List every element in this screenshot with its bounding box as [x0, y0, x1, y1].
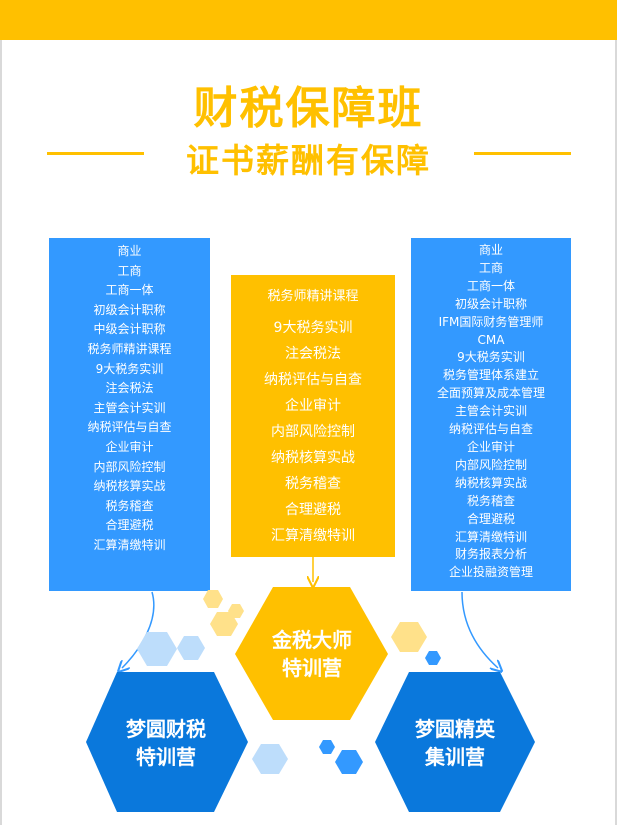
hexagon-right-line1: 梦圆精英 [415, 717, 495, 741]
course-item: 合理避税 [285, 502, 341, 518]
course-item: 纳税评估与自查 [87, 420, 172, 435]
course-item: 汇算清缴特训 [271, 528, 355, 544]
hexagon-right [375, 672, 535, 812]
top-banner-bar [0, 0, 617, 40]
course-item: 工商一体 [105, 283, 154, 298]
course-item: 工商 [117, 263, 142, 278]
course-item: 纳税核算实战 [93, 479, 166, 494]
hexagon-left-line1: 梦圆财税 [126, 717, 206, 741]
course-item: 初级会计职称 [454, 296, 527, 311]
course-item: 纳税评估与自查 [448, 422, 533, 437]
course-item: 工商一体 [466, 278, 515, 293]
course-item: 商业 [117, 244, 142, 258]
course-item: 9大税务实训 [95, 361, 164, 376]
hexagon-left-line2: 特训营 [136, 745, 196, 769]
course-item: 9大税务实训 [457, 350, 525, 365]
course-item: 中级会计职称 [93, 322, 166, 337]
course-item: 企业审计 [105, 439, 154, 454]
hexagon-left-label: 梦圆财税 特训营 [98, 715, 234, 771]
middle-course-list: 税务师精讲课程 9大税务实训注会税法纳税评估与自查企业审计内部风险控制纳税核算实… [231, 275, 395, 557]
course-item: 注会税法 [285, 346, 341, 362]
course-item: 税务稽查 [285, 476, 341, 492]
course-item: 税务师精讲课程 [87, 341, 172, 356]
course-item: 企业审计 [466, 439, 515, 454]
course-item: 税务稽查 [466, 493, 515, 508]
decor-hexagon [252, 744, 288, 774]
left-course-list: 商业工商工商一体初级会计职称中级会计职称税务师精讲课程 9大税务实训注会税法主管会… [49, 238, 210, 591]
course-item: 主管会计实训 [93, 400, 166, 415]
course-item: 纳税核算实战 [271, 450, 355, 466]
course-item: 合理避税 [466, 511, 515, 526]
course-item: 全面预算及成本管理 [436, 386, 545, 401]
decor-hexagon [177, 636, 205, 660]
course-item: 税务稽查 [105, 498, 154, 513]
hexagon-center [235, 587, 388, 720]
page-border-right [615, 40, 617, 825]
hexagon-center-line1: 金税大师 [272, 628, 352, 652]
course-item: 内部风险控制 [454, 457, 527, 472]
course-item: 内部风险控制 [271, 424, 355, 440]
course-item: 企业审计 [285, 398, 341, 414]
decor-hexagon [137, 632, 177, 666]
course-item: 税务管理体系建立 [442, 368, 539, 383]
course-item: 工商 [478, 260, 503, 275]
decor-hexagon [425, 651, 441, 665]
hexagon-center-line2: 特训营 [282, 656, 342, 680]
hexagon-right-label: 梦圆精英 集训营 [387, 715, 523, 771]
decor-hexagon [319, 740, 335, 754]
course-item: CMA [477, 332, 505, 347]
course-item: 合理避税 [105, 518, 154, 533]
decor-hexagon [203, 590, 223, 608]
course-item: 汇算清缴特训 [93, 537, 166, 552]
course-item: 主管会计实训 [454, 404, 527, 419]
course-item: IFM国际财务管理师 [438, 314, 544, 329]
page-border-left [0, 40, 2, 825]
course-item: 初级会计职称 [93, 302, 166, 317]
course-item: 注会税法 [105, 381, 154, 396]
hexagon-center-label: 金税大师 特训营 [245, 626, 379, 682]
course-item: 9大税务实训 [273, 320, 353, 336]
course-item: 商业 [478, 243, 503, 257]
subtitle-rule-left [47, 152, 144, 155]
subtitle-rule-right [474, 152, 571, 155]
course-item: 内部风险控制 [93, 459, 166, 474]
page-subtitle: 证书薪酬有保障 [186, 141, 431, 180]
course-item: 纳税评估与自查 [264, 372, 362, 388]
right-connector-arrow [461, 591, 498, 668]
decor-hexagon [210, 612, 238, 636]
course-item: 财务报表分析 [454, 547, 527, 562]
right-course-list: 商业工商工商一体初级会计职称 IFM国际财务管理师 CMA 9大税务实训税务管理体系建… [411, 238, 571, 591]
course-item: 企业投融资管理 [448, 565, 533, 580]
course-item: 汇算清缴特训 [454, 529, 527, 544]
hexagon-right-line2: 集训营 [425, 745, 485, 769]
decor-hexagon [335, 750, 363, 774]
course-item: 纳税核算实战 [454, 475, 527, 490]
decor-hexagon [391, 622, 427, 652]
decor-hexagon [228, 604, 244, 618]
page-title: 财税保障班 [193, 83, 424, 134]
middle-course-heading: 税务师精讲课程 [267, 289, 359, 304]
hexagon-left [86, 672, 248, 812]
